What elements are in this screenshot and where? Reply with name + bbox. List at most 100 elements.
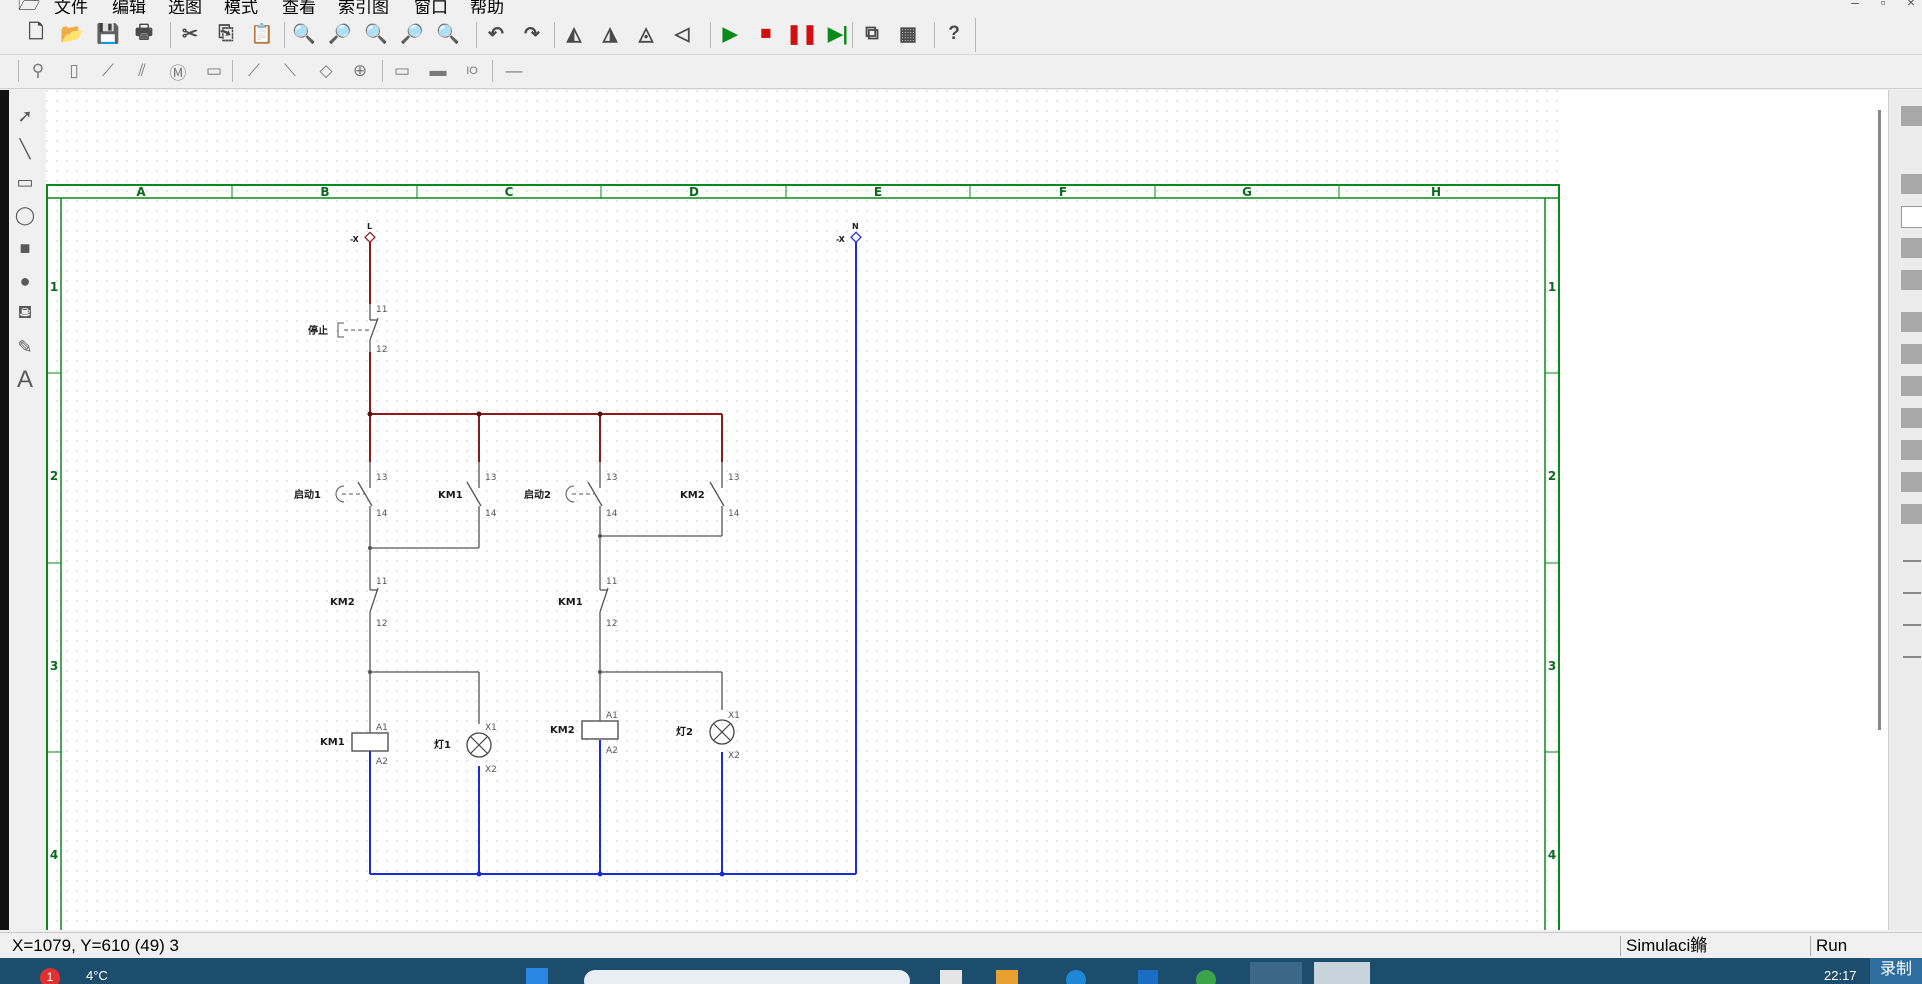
menu-mode[interactable]: 模式 <box>224 0 258 14</box>
zoom-area-icon[interactable]: 🔎 <box>400 24 424 45</box>
lamp-1[interactable]: 灯1 X1 X2 <box>434 723 497 775</box>
motor-icon[interactable]: Ⓜ <box>169 63 187 83</box>
browser-icon[interactable] <box>1066 970 1086 984</box>
start-button-2[interactable]: 启动2 13 14 <box>524 462 618 520</box>
km2-interlock-contact[interactable]: KM2 11 12 <box>330 572 387 630</box>
new-icon[interactable]: 🗋 <box>28 22 44 43</box>
menu-bar: 🗁 文件 编辑 选图 模式 查看 索引图 窗口 帮助 – ▫ × <box>0 0 1922 14</box>
stop-icon[interactable]: ■ <box>760 23 772 44</box>
palette-item[interactable] <box>1901 238 1922 258</box>
stop-button[interactable]: 停止 11 12 <box>308 304 387 355</box>
palette-item[interactable] <box>1901 376 1922 396</box>
lamp-2[interactable]: 灯2 X1 X2 <box>676 711 740 761</box>
taskbar-app-icon[interactable] <box>1138 970 1158 984</box>
menu-index[interactable]: 索引图 <box>338 0 389 14</box>
record-button[interactable]: 录制 <box>1870 958 1922 984</box>
menu-view[interactable]: 查看 <box>282 0 316 14</box>
menu-select[interactable]: 选图 <box>168 0 202 14</box>
km2-coil[interactable]: KM2 A1 A2 <box>550 711 619 756</box>
menu-window[interactable]: 窗口 <box>414 0 448 14</box>
wire-icon[interactable]: — <box>505 61 523 80</box>
palette-item[interactable] <box>1901 206 1922 228</box>
diode-icon[interactable]: ◇ <box>319 61 333 80</box>
fuse-icon[interactable]: ▯ <box>69 61 79 80</box>
terminal-icon[interactable]: ⚲ <box>31 61 45 80</box>
palette-item[interactable] <box>1901 174 1922 194</box>
rectangle-tool-icon[interactable]: ▭ <box>16 171 34 192</box>
folder-icon[interactable] <box>996 970 1018 984</box>
palette-item[interactable] <box>1901 440 1922 460</box>
terminal-n[interactable]: N -X <box>836 222 862 244</box>
contact-no-icon[interactable]: ⟋ <box>248 61 260 80</box>
coil-icon[interactable]: ▬ <box>429 61 447 80</box>
menu-file[interactable]: 文件 <box>54 0 88 14</box>
palette-item[interactable] <box>1901 504 1922 524</box>
minimize-icon[interactable]: – <box>1851 0 1859 10</box>
zoom-in-icon[interactable]: 🔍 <box>292 24 316 45</box>
km1-coil[interactable]: KM1 A1 A2 <box>320 723 389 767</box>
palette-item[interactable] <box>1901 344 1922 364</box>
switch-3pole-icon[interactable]: ⫽ <box>138 61 146 80</box>
save-icon[interactable]: 💾 <box>96 24 120 45</box>
taskbar-app-icon[interactable] <box>1196 970 1216 984</box>
zoom-out-icon[interactable]: 🔎 <box>328 24 352 45</box>
relay-icon[interactable]: ▭ <box>205 61 223 80</box>
taskbar-app-active[interactable] <box>1250 962 1302 984</box>
paste-icon[interactable]: 📋 <box>250 24 274 45</box>
palette-item[interactable] <box>1901 408 1922 428</box>
km1-interlock-contact[interactable]: KM1 11 12 <box>558 572 617 630</box>
restore-icon[interactable]: ▫ <box>1880 0 1886 10</box>
eyedropper-icon[interactable]: ✎ <box>17 336 33 357</box>
km1-aux-contact[interactable]: KM1 13 14 <box>438 462 497 520</box>
terminal-l[interactable]: L -X <box>350 222 376 244</box>
menu-help[interactable]: 帮助 <box>470 0 504 14</box>
km2-aux-contact[interactable]: KM2 13 14 <box>680 462 740 520</box>
timer-icon[interactable]: ▭ <box>393 61 411 80</box>
line-tool-icon[interactable]: ╲ <box>19 138 31 159</box>
taskbar-search[interactable] <box>584 970 910 984</box>
taskbar-app-icon[interactable] <box>940 970 962 984</box>
palette-item[interactable] <box>1901 270 1922 290</box>
contact-nc-icon[interactable]: ⟍ <box>284 61 296 80</box>
open-icon[interactable]: 📂 <box>60 24 84 45</box>
zoom-fit-icon[interactable]: 🔍 <box>364 24 388 45</box>
switch-icon[interactable]: ⟋ <box>102 61 114 80</box>
select-arrow-icon[interactable]: ➚ <box>17 105 33 126</box>
pause-icon[interactable]: ❚❚ <box>786 23 818 45</box>
window-icon[interactable]: ⧉ <box>865 23 879 44</box>
redo-icon[interactable]: ↷ <box>524 23 540 45</box>
close-icon[interactable]: × <box>1906 0 1916 10</box>
flip-horizontal-icon[interactable]: ◬ <box>638 23 654 45</box>
flip-vertical-icon[interactable]: ◁ <box>674 23 690 45</box>
menu-edit[interactable]: 编辑 <box>112 0 146 14</box>
layout-icon[interactable]: ▦ <box>899 23 917 45</box>
run-icon[interactable]: ▶ <box>722 23 738 45</box>
filled-rectangle-icon[interactable]: ■ <box>19 237 31 258</box>
filled-ellipse-icon[interactable]: ● <box>19 270 31 291</box>
rotate-right-icon[interactable]: ◮ <box>602 23 618 45</box>
zoom-find-icon[interactable]: 🔍 <box>436 24 460 45</box>
text-tool-icon[interactable]: A <box>16 366 33 393</box>
junction-icon[interactable]: ⊕ <box>352 61 368 80</box>
rotate-left-icon[interactable]: ◭ <box>566 23 582 45</box>
copy-icon[interactable]: ⎘ <box>218 23 234 44</box>
cut-icon[interactable]: ✂ <box>182 23 198 45</box>
print-icon[interactable]: 🖶 <box>135 22 153 43</box>
ellipse-tool-icon[interactable]: ◯ <box>14 204 36 225</box>
start-icon[interactable] <box>526 968 548 984</box>
schematic-canvas[interactable]: A B C D E F G H 1 2 3 4 1 2 3 4 <box>46 90 1888 930</box>
undo-icon[interactable]: ↶ <box>488 23 504 45</box>
schematic-svg[interactable]: A B C D E F G H 1 2 3 4 1 2 3 4 <box>46 90 1888 930</box>
io-icon[interactable]: IO <box>466 65 478 77</box>
vertical-scrollbar[interactable] <box>1878 110 1881 730</box>
notification-badge[interactable]: 1 <box>40 968 60 984</box>
fill-bucket-icon[interactable]: ⛾ <box>17 302 33 322</box>
palette-item[interactable] <box>1901 472 1922 492</box>
palette-item[interactable] <box>1901 106 1922 126</box>
step-icon[interactable]: ▶| <box>828 23 848 45</box>
weather-temperature[interactable]: 4°C <box>86 968 108 983</box>
help-icon[interactable]: ? <box>948 23 960 44</box>
taskbar-app-active[interactable] <box>1314 962 1370 984</box>
start-button-1[interactable]: 启动1 13 14 <box>294 462 388 520</box>
palette-item[interactable] <box>1901 312 1922 332</box>
